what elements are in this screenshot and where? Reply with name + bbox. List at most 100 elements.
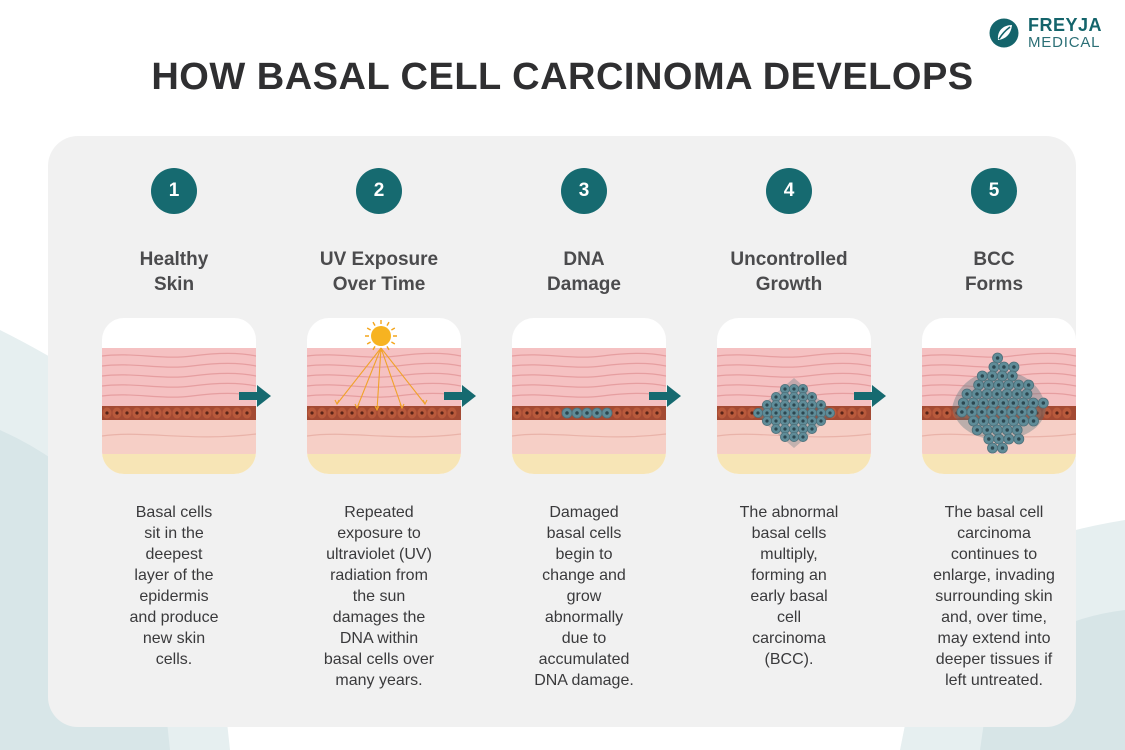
basal-cell — [357, 407, 367, 419]
tumor-cell — [987, 442, 998, 454]
uv-ray — [380, 347, 403, 409]
basal-cell — [232, 407, 242, 419]
basal-cell — [542, 407, 552, 419]
basal-cell — [327, 407, 337, 419]
tumor-cell — [1026, 406, 1038, 418]
step-number-badge: 1 — [151, 168, 197, 214]
uv-ray — [336, 347, 382, 405]
basal-cell — [942, 407, 952, 419]
tumor-cell — [762, 408, 773, 419]
tumor-cell — [825, 408, 836, 419]
fat-layer — [512, 454, 666, 474]
tumor-cell — [807, 392, 818, 403]
basal-cell — [427, 407, 437, 419]
damaged-cell — [571, 407, 583, 419]
tumor-cell — [983, 379, 995, 391]
step-number-badge: 3 — [561, 168, 607, 214]
tumor-cell — [1011, 424, 1023, 436]
basal-cell — [532, 407, 542, 419]
fat-layer — [717, 454, 871, 474]
basal-cell — [512, 407, 522, 419]
basal-cell — [552, 407, 562, 419]
tumor-cell — [1006, 406, 1018, 418]
tumor-cell — [798, 384, 809, 395]
tumor-cell — [991, 388, 1003, 400]
tumor-cell — [1023, 379, 1035, 391]
damaged-cell — [601, 407, 613, 419]
tumor-cell — [987, 397, 999, 409]
right-arrow-icon — [854, 385, 886, 407]
tumor-cell — [976, 370, 988, 382]
tumor-cell — [1003, 433, 1015, 445]
basal-cell — [397, 407, 407, 419]
tumor-cell — [1007, 397, 1019, 409]
damaged-cell — [561, 407, 573, 419]
tumor-cell — [961, 388, 973, 400]
tumor-cell — [771, 424, 782, 435]
basal-cell — [522, 407, 532, 419]
tumor-cell — [996, 370, 1008, 382]
basal-cell — [857, 407, 867, 419]
tumor-cell — [973, 379, 985, 391]
tumor-cell — [997, 397, 1009, 409]
tumor-cell — [1011, 388, 1023, 400]
basal-cell — [437, 407, 447, 419]
basal-cell — [1062, 407, 1072, 419]
tumor-cell — [1003, 379, 1015, 391]
basal-cell — [142, 407, 152, 419]
tumor-cell — [1001, 424, 1013, 436]
tumor-cell — [981, 424, 993, 436]
uncontrolled-growth-illustration — [717, 318, 871, 474]
basal-cell — [347, 407, 357, 419]
tumor-cell — [789, 432, 800, 443]
damaged-cell — [591, 407, 603, 419]
tumor-cell — [1018, 415, 1029, 427]
tumor-cell — [981, 388, 993, 400]
sun-icon — [365, 320, 397, 352]
dermis-layer — [512, 420, 666, 454]
basal-cell — [202, 407, 212, 419]
tumor-cell — [1016, 406, 1028, 418]
basal-cell — [932, 407, 942, 419]
tumor-cell — [1017, 397, 1029, 409]
basal-cell — [132, 407, 142, 419]
basal-cell — [417, 407, 427, 419]
tumor-cell — [1013, 379, 1025, 391]
tumor-cell — [753, 408, 764, 419]
tumor-cell — [816, 416, 827, 427]
basal-cell — [192, 407, 202, 419]
fat-layer — [307, 454, 461, 474]
freyja-leaf-circle-icon — [989, 18, 1019, 48]
fat-layer — [922, 454, 1076, 474]
basal-cell — [642, 407, 652, 419]
tumor-cell — [957, 397, 969, 409]
basal-cell — [112, 407, 122, 419]
tumor-cell — [1021, 388, 1033, 400]
tumor-cell — [968, 415, 979, 427]
tumor-cell — [1037, 397, 1049, 409]
tumor-cell — [780, 432, 791, 443]
basal-cell — [737, 407, 747, 419]
dna-damage-illustration — [512, 318, 666, 474]
healthy-skin-illustration — [102, 318, 256, 474]
right-arrow-icon — [239, 385, 271, 407]
tumor-cell — [762, 416, 773, 427]
basal-cell — [102, 407, 112, 419]
tumor-cell — [971, 388, 983, 400]
tumor-cell — [1006, 370, 1018, 382]
page-title: HOW BASAL CELL CARCINOMA DEVELOPS — [151, 56, 974, 98]
tumor-cell — [991, 424, 1003, 436]
tumor-cell — [977, 397, 989, 409]
damaged-cell — [581, 407, 593, 419]
tumor-cell — [1013, 433, 1025, 445]
basal-cell — [727, 407, 737, 419]
tumor-cell — [798, 432, 809, 443]
basal-cell — [847, 407, 857, 419]
